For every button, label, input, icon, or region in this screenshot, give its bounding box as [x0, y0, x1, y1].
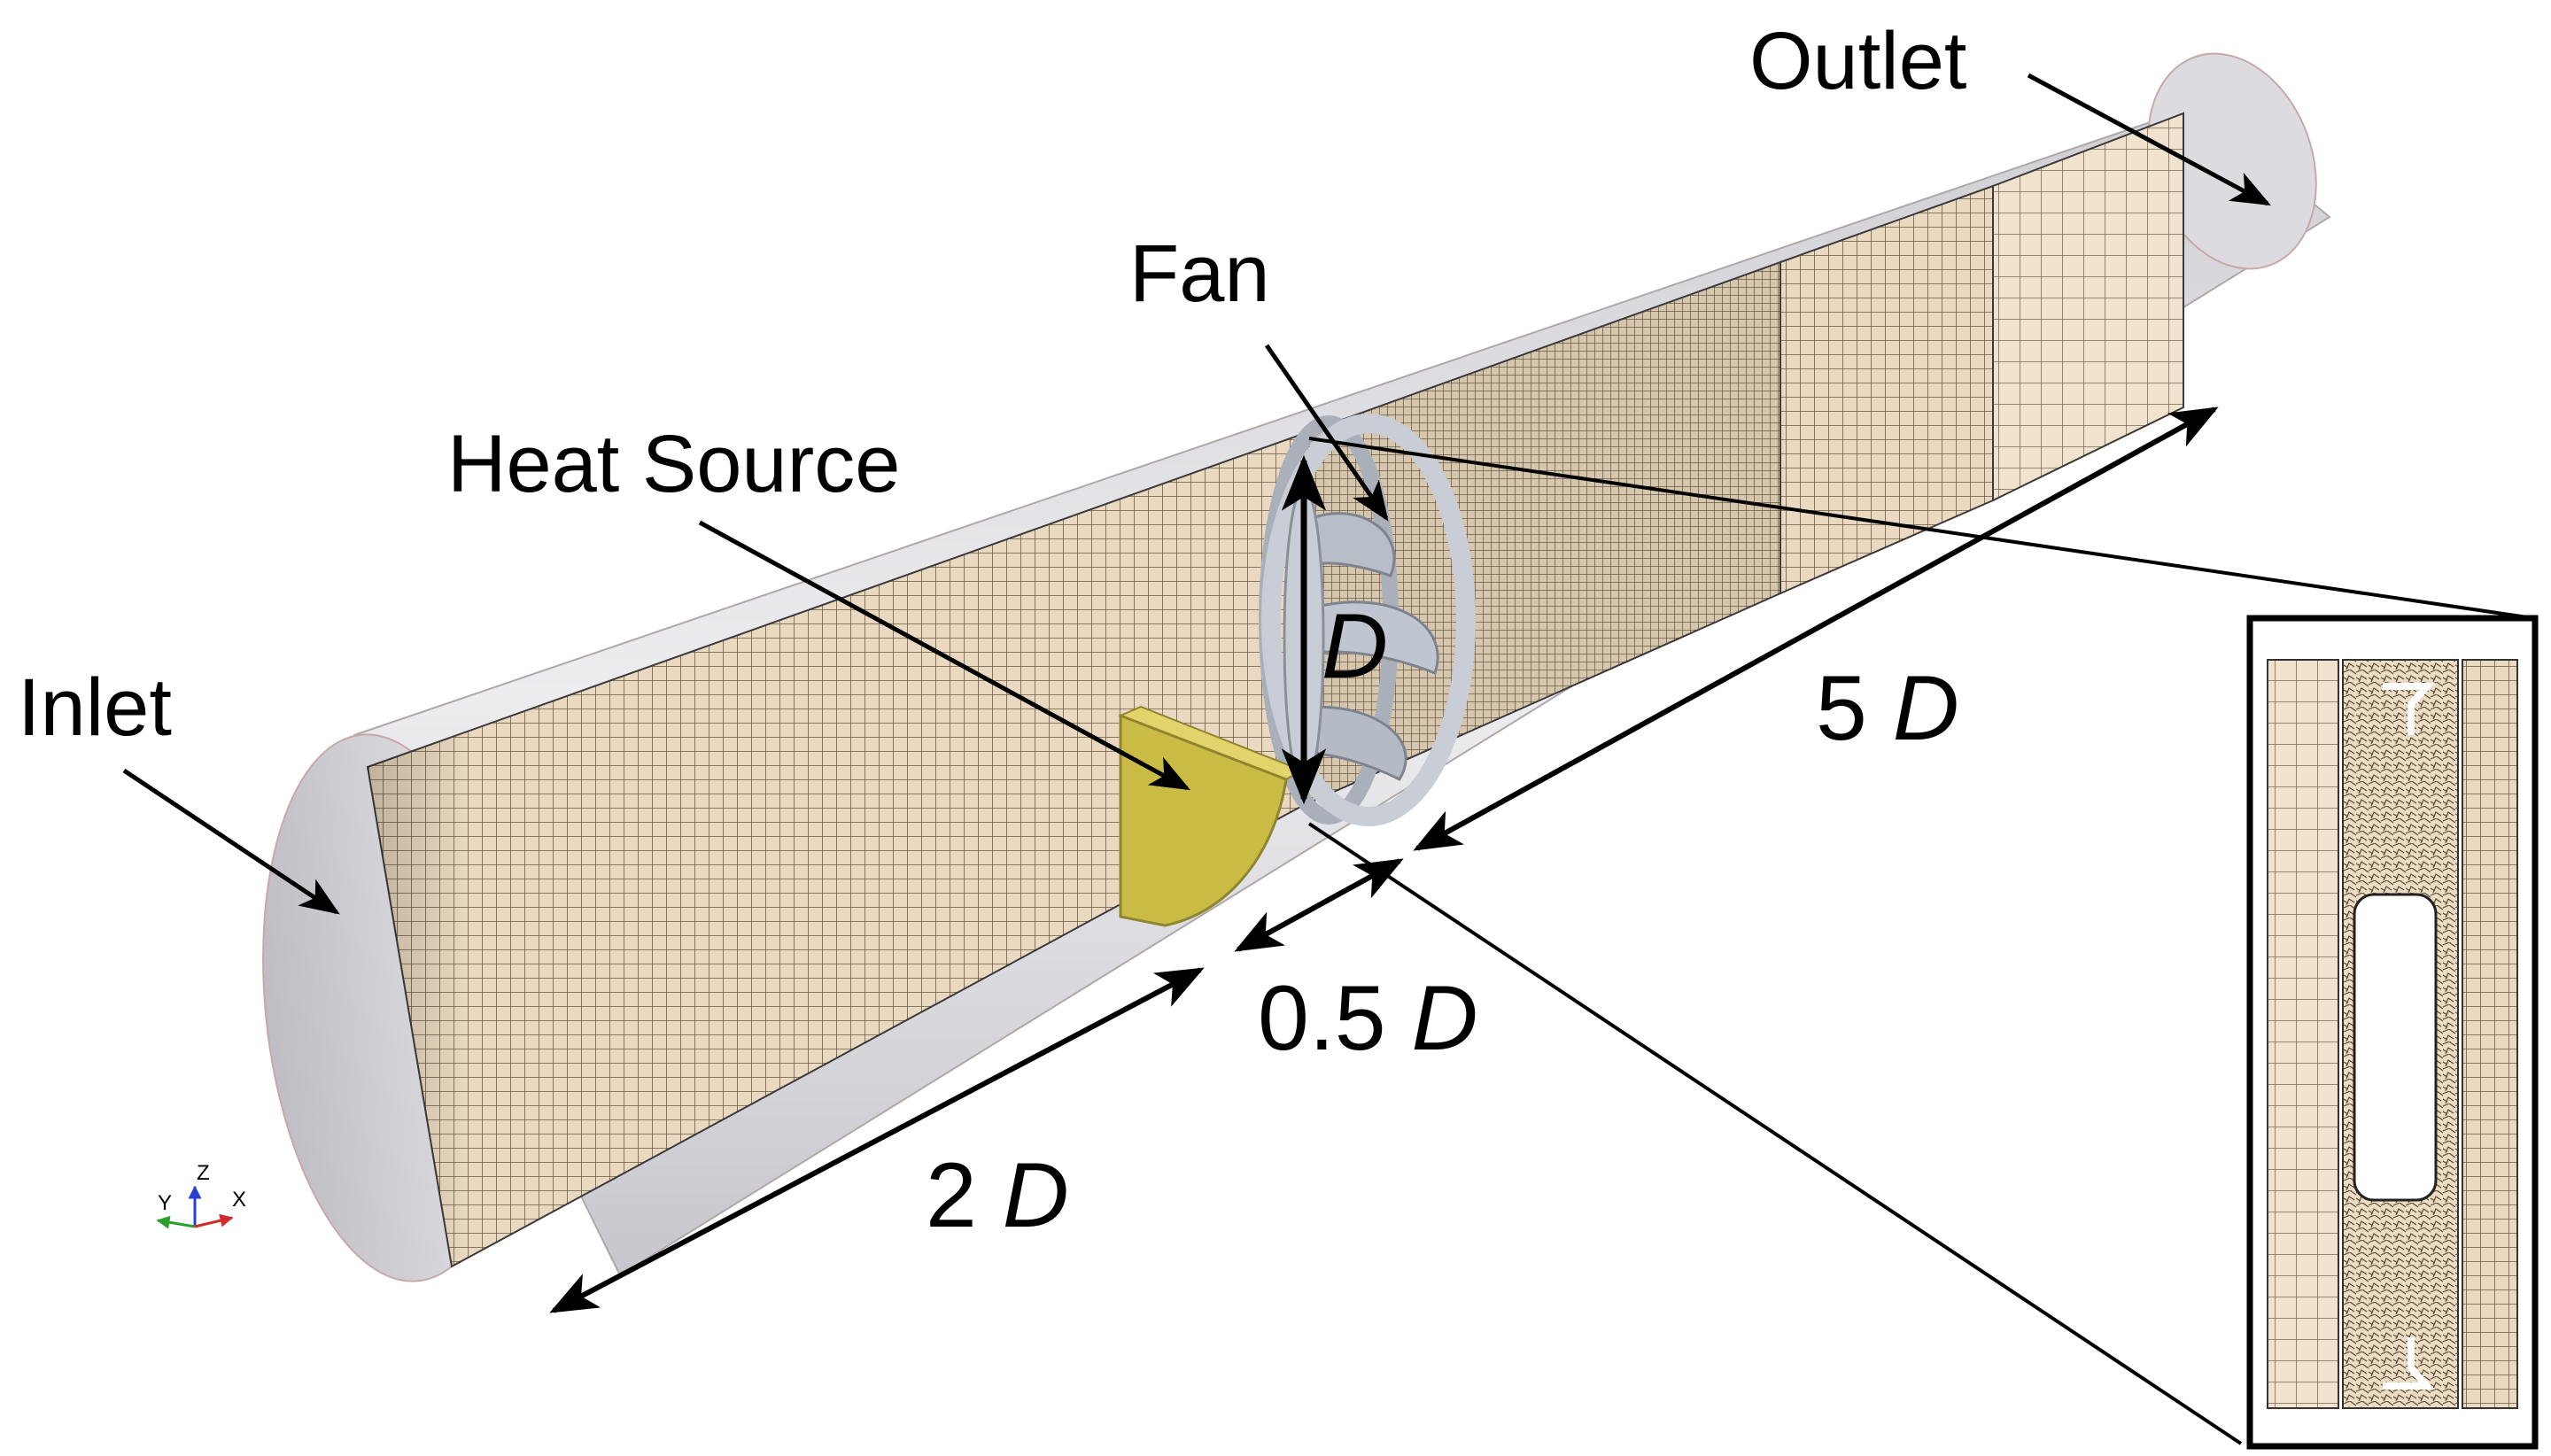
axis-z-label: Z	[197, 1161, 210, 1185]
dim-arrow-5d	[1413, 407, 2219, 851]
outlet-label: Outlet	[1749, 16, 1966, 106]
zoom-callout	[1307, 437, 2534, 1445]
fan-label: Fan	[1129, 228, 1270, 319]
heat-source-label: Heat Source	[447, 419, 900, 509]
axis-x-label: X	[232, 1188, 246, 1212]
labels: Outlet Fan Heat Source Inlet D 5 D 0.5 D…	[18, 16, 1966, 1247]
inset-blade-top	[2383, 683, 2435, 735]
dim-label-2d: 2 D	[926, 1144, 1069, 1247]
inset-heat-source-void	[2353, 893, 2438, 1202]
outlet-leader	[2027, 73, 2271, 206]
inset-mesh-left	[2267, 659, 2339, 1409]
inset-blade-bottom	[2383, 1337, 2435, 1390]
fan-leader	[1264, 344, 1389, 522]
fan-blade-3	[1300, 706, 1407, 781]
dim-label-5d: 5 D	[1816, 657, 1959, 760]
heat-source-leader	[698, 520, 1190, 791]
inlet-label: Inlet	[18, 662, 172, 753]
axis-y-label: Y	[158, 1191, 172, 1215]
inset-mesh-right	[2462, 659, 2518, 1409]
dim-label-0-5d: 0.5 D	[1258, 967, 1478, 1070]
mesh-inset	[2246, 615, 2539, 1450]
dim-arrow-0-5d	[1234, 858, 1404, 952]
dim-arrow-2d	[549, 967, 1205, 1313]
leader-lines	[122, 73, 2271, 915]
axis-triad: Z Y X	[156, 1161, 246, 1229]
dimension-lines	[549, 407, 2219, 1313]
inlet-leader	[122, 768, 340, 915]
diameter-label: D	[1322, 595, 1388, 698]
